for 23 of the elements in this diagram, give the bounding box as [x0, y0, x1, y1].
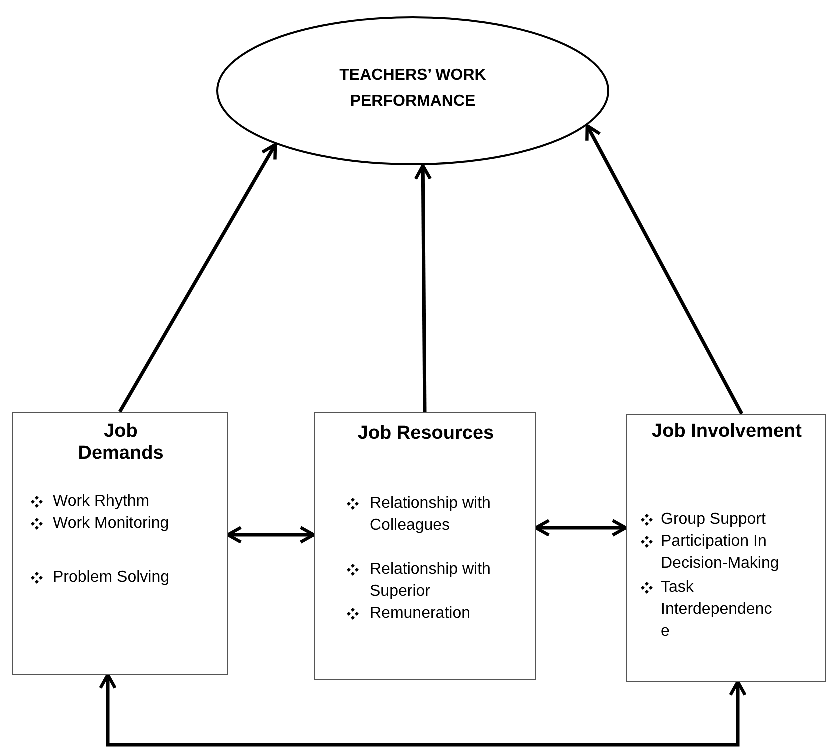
list-item: Remuneration [370, 604, 472, 624]
list-item: Relationship with Superior [370, 560, 492, 602]
arrow [414, 164, 432, 412]
factor-box [626, 414, 826, 682]
list-item: Task Interdependenc e [661, 578, 774, 642]
list-item: Group Support [661, 510, 767, 530]
arrow [99, 673, 747, 747]
arrow [586, 124, 744, 415]
factor-heading: Job Involvement [651, 421, 803, 443]
list-item: Relationship with Colleagues [370, 494, 492, 536]
list-item: Work Monitoring [53, 514, 170, 534]
list-item: Work Rhythm [53, 492, 151, 512]
outcome-ellipse [216, 16, 610, 166]
list-item: Participation In Decision-Making [661, 532, 780, 574]
arrow [226, 526, 316, 544]
factor-box [12, 412, 228, 675]
factor-heading: Job Resources [356, 423, 496, 445]
arrow [118, 143, 278, 413]
outcome-title: TEACHERS’ WORK PERFORMANCE [338, 66, 488, 112]
arrow [534, 519, 628, 537]
factor-heading: Job Demands [77, 421, 165, 465]
list-item: Problem Solving [53, 568, 170, 588]
factor-box [314, 412, 536, 680]
